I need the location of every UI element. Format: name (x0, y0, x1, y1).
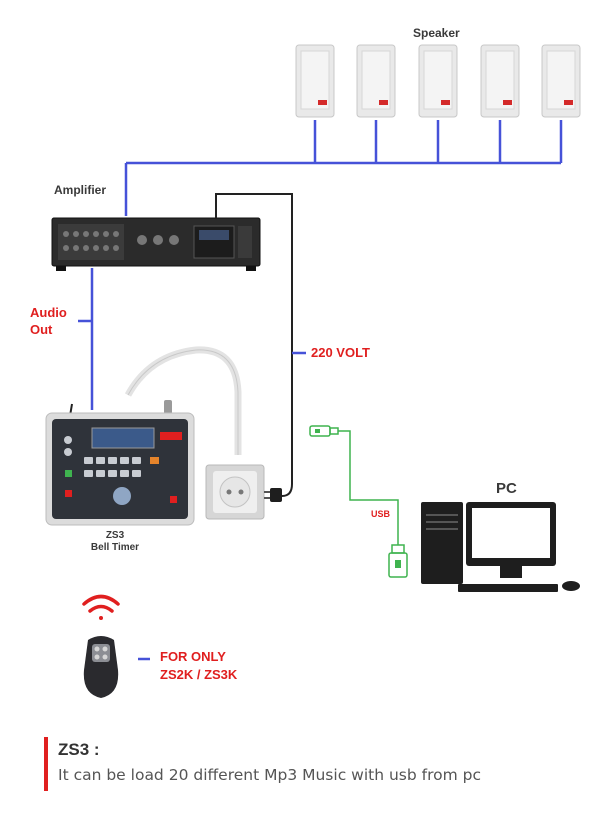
speaker-icon (418, 44, 458, 118)
power-line (215, 193, 293, 497)
amplifier-label: Amplifier (54, 183, 107, 197)
usb-label: USB (371, 509, 391, 519)
speaker-icon (541, 44, 581, 118)
speaker-label: Speaker (413, 26, 460, 40)
models-label: ZS2K / ZS3K (160, 667, 238, 682)
wifi-icon (82, 594, 120, 620)
desktop-computer-icon (421, 502, 580, 592)
speaker-icon (480, 44, 520, 118)
power-socket-icon (205, 464, 265, 520)
audio-out-line1: Audio (30, 305, 67, 320)
audio-out-line2: Out (30, 322, 53, 337)
speaker-group (295, 44, 581, 118)
for-only-label: FOR ONLY (160, 649, 226, 664)
bell-timer-label: ZS3 Bell Timer (80, 530, 150, 554)
zs3-name: ZS3 (105, 530, 125, 541)
note-title: ZS3 : (58, 740, 100, 759)
pc-label: PC (496, 480, 517, 497)
usb-connector-icon (309, 425, 339, 437)
speaker-icon (356, 44, 396, 118)
bell-timer-icon (45, 400, 195, 526)
speaker-icon (295, 44, 335, 118)
note-text: It can be load 20 different Mp3 Music wi… (58, 766, 481, 784)
volt-label: 220 VOLT (311, 345, 371, 360)
remote-label: FOR ONLY ZS2K / ZS3K (160, 648, 237, 684)
audio-out-label: Audio Out (30, 304, 67, 338)
remote-control-icon (83, 636, 119, 698)
note-accent-bar (44, 737, 48, 791)
amplifier-icon (51, 217, 261, 271)
zs3-sub: Bell Timer (90, 542, 140, 553)
usb-line (338, 430, 399, 545)
speaker-bus-line (124, 120, 563, 216)
power-plug-icon (264, 488, 282, 502)
usb-connector-icon (388, 544, 408, 578)
